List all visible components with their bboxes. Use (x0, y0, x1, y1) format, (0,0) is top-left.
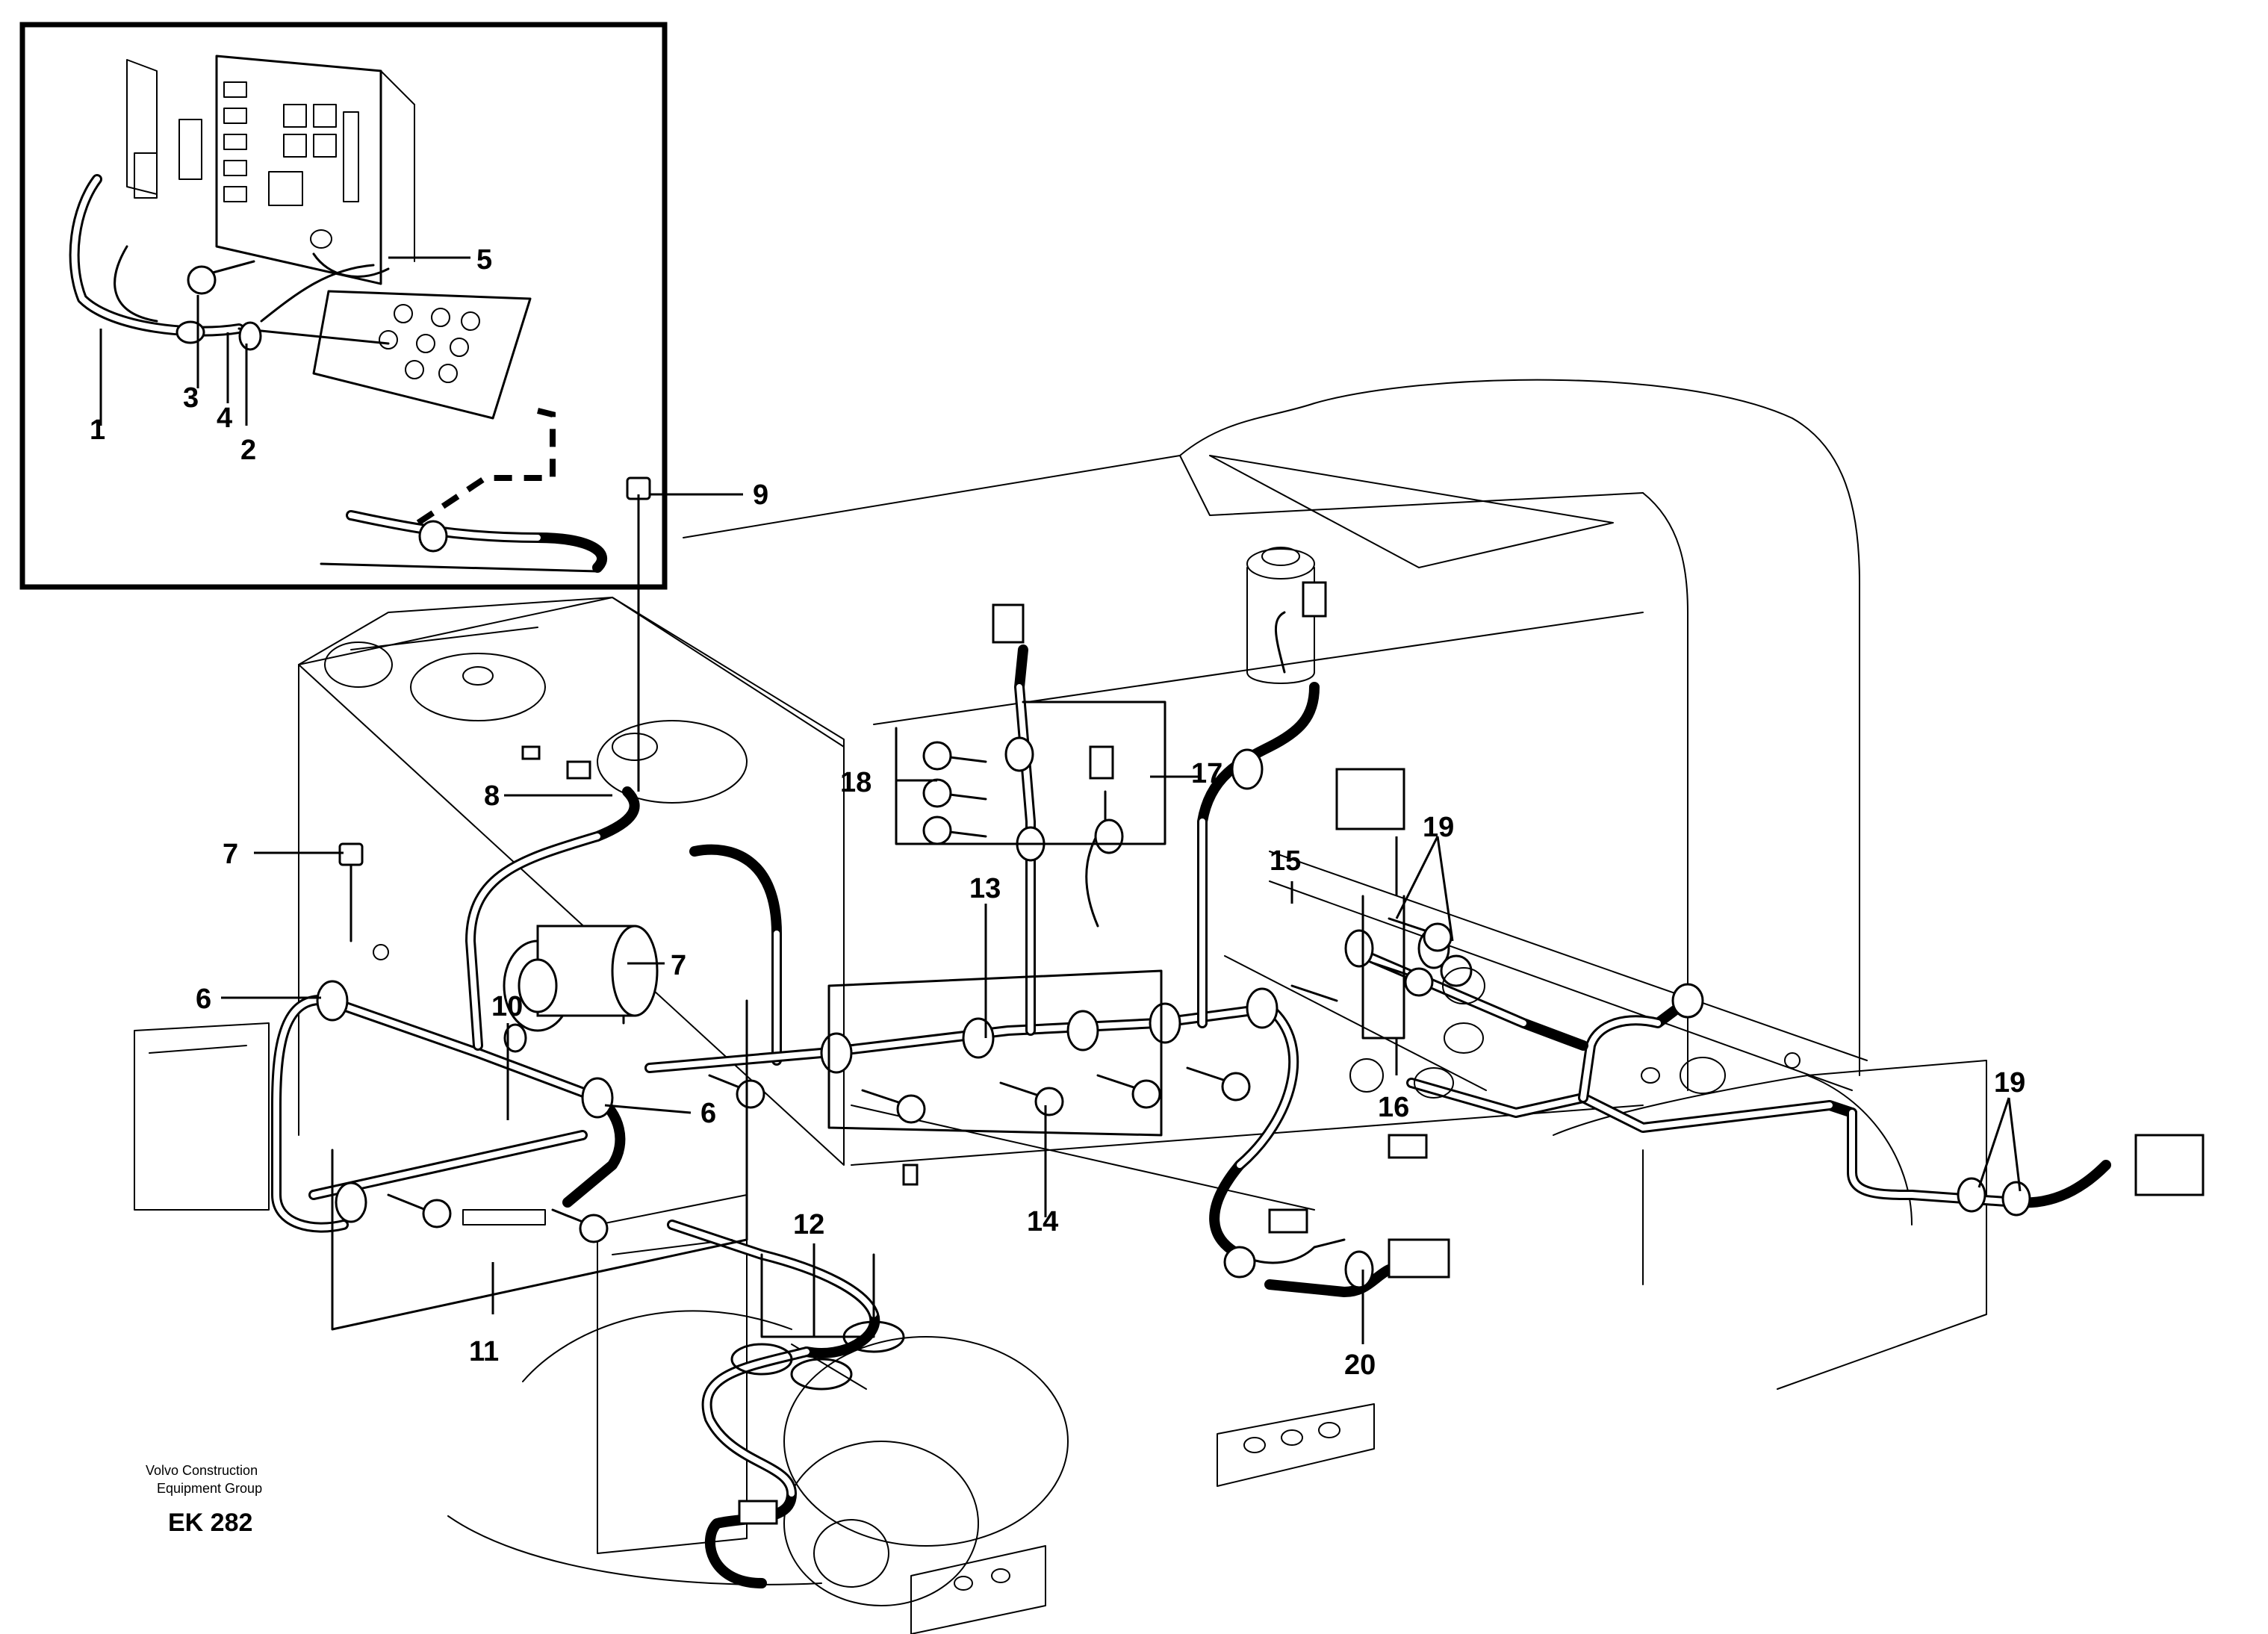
leader-lines (221, 493, 2022, 1344)
callout-16: 16 (1378, 1092, 1409, 1123)
callout-15: 15 (1270, 845, 1301, 877)
callout-9: 9 (753, 479, 768, 511)
callout-10: 10 (491, 991, 523, 1022)
wiring-harness (271, 611, 2111, 1588)
callout-13: 13 (969, 873, 1001, 904)
callout-20: 20 (1344, 1349, 1376, 1381)
callout-11: 11 (469, 1336, 499, 1367)
callout-7-lower: 7 (671, 950, 686, 981)
inset-detail-view (19, 22, 668, 590)
callout-19-upper: 19 (1423, 812, 1454, 843)
callout-12: 12 (793, 1209, 824, 1240)
callout-5: 5 (476, 244, 492, 276)
callout-4: 4 (217, 403, 232, 434)
callout-3: 3 (183, 382, 199, 414)
callout-2: 2 (240, 435, 256, 466)
callout-7-upper: 7 (223, 839, 238, 870)
document-code: EK 282 (168, 1509, 252, 1537)
callout-19-lower: 19 (1994, 1067, 2025, 1099)
callout-1: 1 (90, 414, 105, 446)
callout-6-left: 6 (196, 984, 211, 1015)
callout-6-right: 6 (700, 1098, 716, 1129)
callout-8: 8 (484, 780, 500, 812)
publisher-line-2: Equipment Group (157, 1481, 262, 1496)
publisher-line-1: Volvo Construction (146, 1463, 258, 1478)
publisher-footer: Volvo Construction Equipment Group EK 28… (146, 1463, 262, 1537)
clamps-and-fasteners (316, 476, 2205, 1338)
callout-17: 17 (1191, 758, 1222, 789)
callout-14: 14 (1027, 1206, 1058, 1237)
callout-18: 18 (840, 767, 872, 798)
callout-labels: 1 2 3 4 5 6 6 7 7 8 9 10 11 12 13 14 15 … (90, 244, 2025, 1381)
